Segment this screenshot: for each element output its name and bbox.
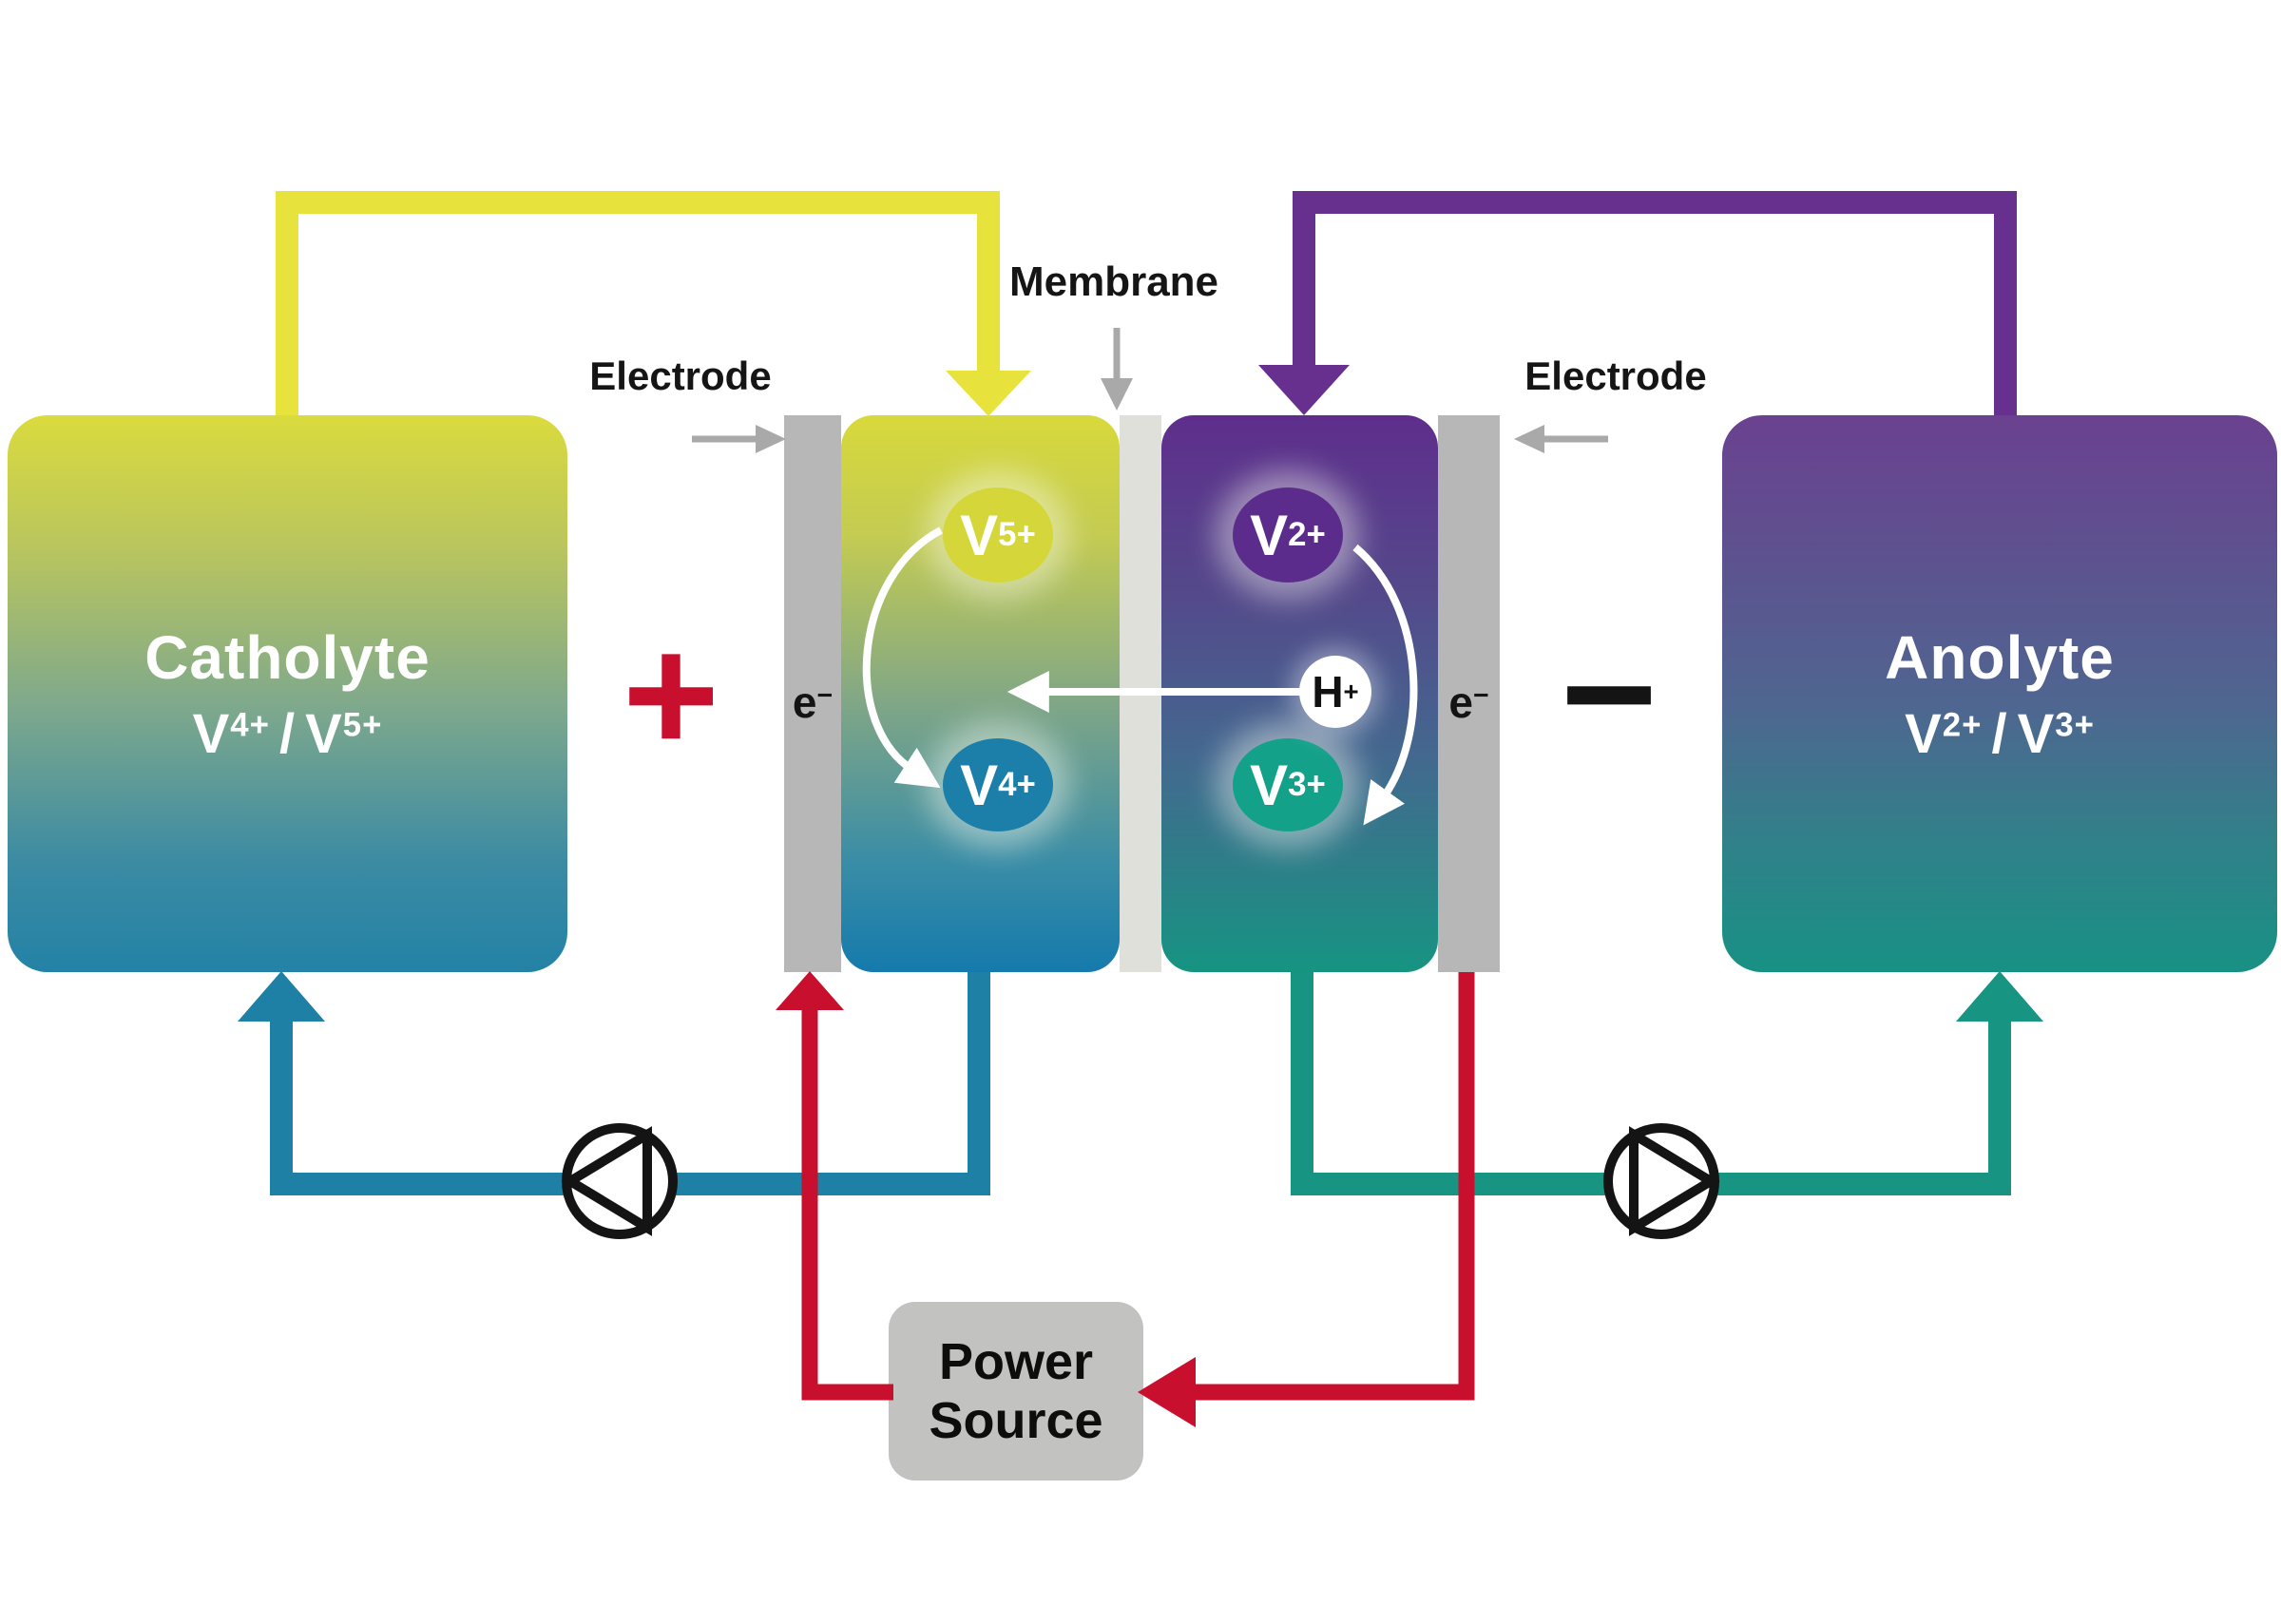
anolyte-formula-v2: V xyxy=(2017,702,2056,765)
electron-label-left: e− xyxy=(784,677,841,728)
power-wire-left xyxy=(801,1008,893,1401)
catholyte-supply-arrowhead xyxy=(946,371,1031,416)
v5-sup: 5+ xyxy=(998,516,1036,553)
anolyte-formula-v1: V xyxy=(1905,702,1943,765)
v2-sup: 2+ xyxy=(1288,516,1326,553)
electrode-pointer-left-icon xyxy=(692,425,786,453)
electron-label-right: e− xyxy=(1438,677,1500,728)
catholyte-formula-v2: V xyxy=(305,702,343,765)
v4-base: V xyxy=(960,753,999,817)
electrode-label-right: Electrode xyxy=(1524,353,1707,398)
electron-right-sup: − xyxy=(1472,679,1489,711)
electrode-pointer-right-icon xyxy=(1514,425,1608,453)
v2-base: V xyxy=(1250,503,1289,567)
proton-base: H xyxy=(1312,667,1344,716)
catholyte-return-arrowhead xyxy=(238,971,325,1022)
anolyte-formula-sep: / xyxy=(1991,702,2008,765)
catholyte-formula-v1: V xyxy=(192,702,231,765)
power-wire-right-arrowhead xyxy=(1138,1357,1196,1427)
anolyte-title: Anolyte xyxy=(1885,622,2115,692)
electron-left-sup: − xyxy=(816,679,834,711)
electron-right-base: e xyxy=(1448,678,1473,727)
left-electrode-bar xyxy=(784,415,841,972)
power-source-line1: Power xyxy=(938,1332,1094,1390)
catholyte-title: Catholyte xyxy=(144,622,431,692)
electrode-label-left: Electrode xyxy=(589,353,772,398)
membrane-pointer-icon xyxy=(1101,328,1133,411)
anolyte-tank: Anolyte V2+/V3+ xyxy=(1722,415,2277,972)
power-wire-left-arrowhead xyxy=(776,971,844,1010)
anolyte-formula: V2+/V3+ xyxy=(1905,702,2095,766)
positive-terminal-sign: + xyxy=(622,602,720,788)
negative-terminal-sign: − xyxy=(1560,601,1658,787)
catholyte-formula-v1-sup: 4+ xyxy=(230,706,270,744)
anolyte-return-arrowhead xyxy=(1956,971,2043,1022)
anolyte-return-pipe xyxy=(1291,972,2011,1195)
catholyte-return-pipe xyxy=(270,972,990,1195)
electron-left-base: e xyxy=(792,678,817,727)
catholyte-formula-sep: / xyxy=(278,702,297,765)
catholyte-formula-v2-sup: 5+ xyxy=(342,706,383,744)
power-wire-right xyxy=(1196,972,1475,1401)
membrane-strip xyxy=(1120,415,1161,972)
right-electrode-bar xyxy=(1438,415,1500,972)
anolyte-formula-v1-sup: 2+ xyxy=(1942,706,1983,744)
proton-sup: + xyxy=(1343,677,1359,706)
power-source-line2: Source xyxy=(929,1392,1103,1449)
catholyte-tank: Catholyte V4+/V5+ xyxy=(8,415,567,972)
proton-circle: H+ xyxy=(1299,656,1371,728)
membrane-label: Membrane xyxy=(1008,258,1219,305)
anolyte-supply-arrowhead xyxy=(1258,365,1350,415)
catholyte-formula: V4+/V5+ xyxy=(193,702,383,766)
catholyte-pump-icon xyxy=(561,1123,678,1239)
v4-sup: 4+ xyxy=(998,766,1036,803)
anolyte-pump-icon xyxy=(1603,1123,1720,1239)
v3-sup: 3+ xyxy=(1288,766,1326,803)
anolyte-formula-v2-sup: 3+ xyxy=(2055,706,2095,744)
v3-base: V xyxy=(1250,753,1289,817)
v5-base: V xyxy=(960,503,999,567)
power-source-box: Power Source xyxy=(889,1302,1143,1481)
